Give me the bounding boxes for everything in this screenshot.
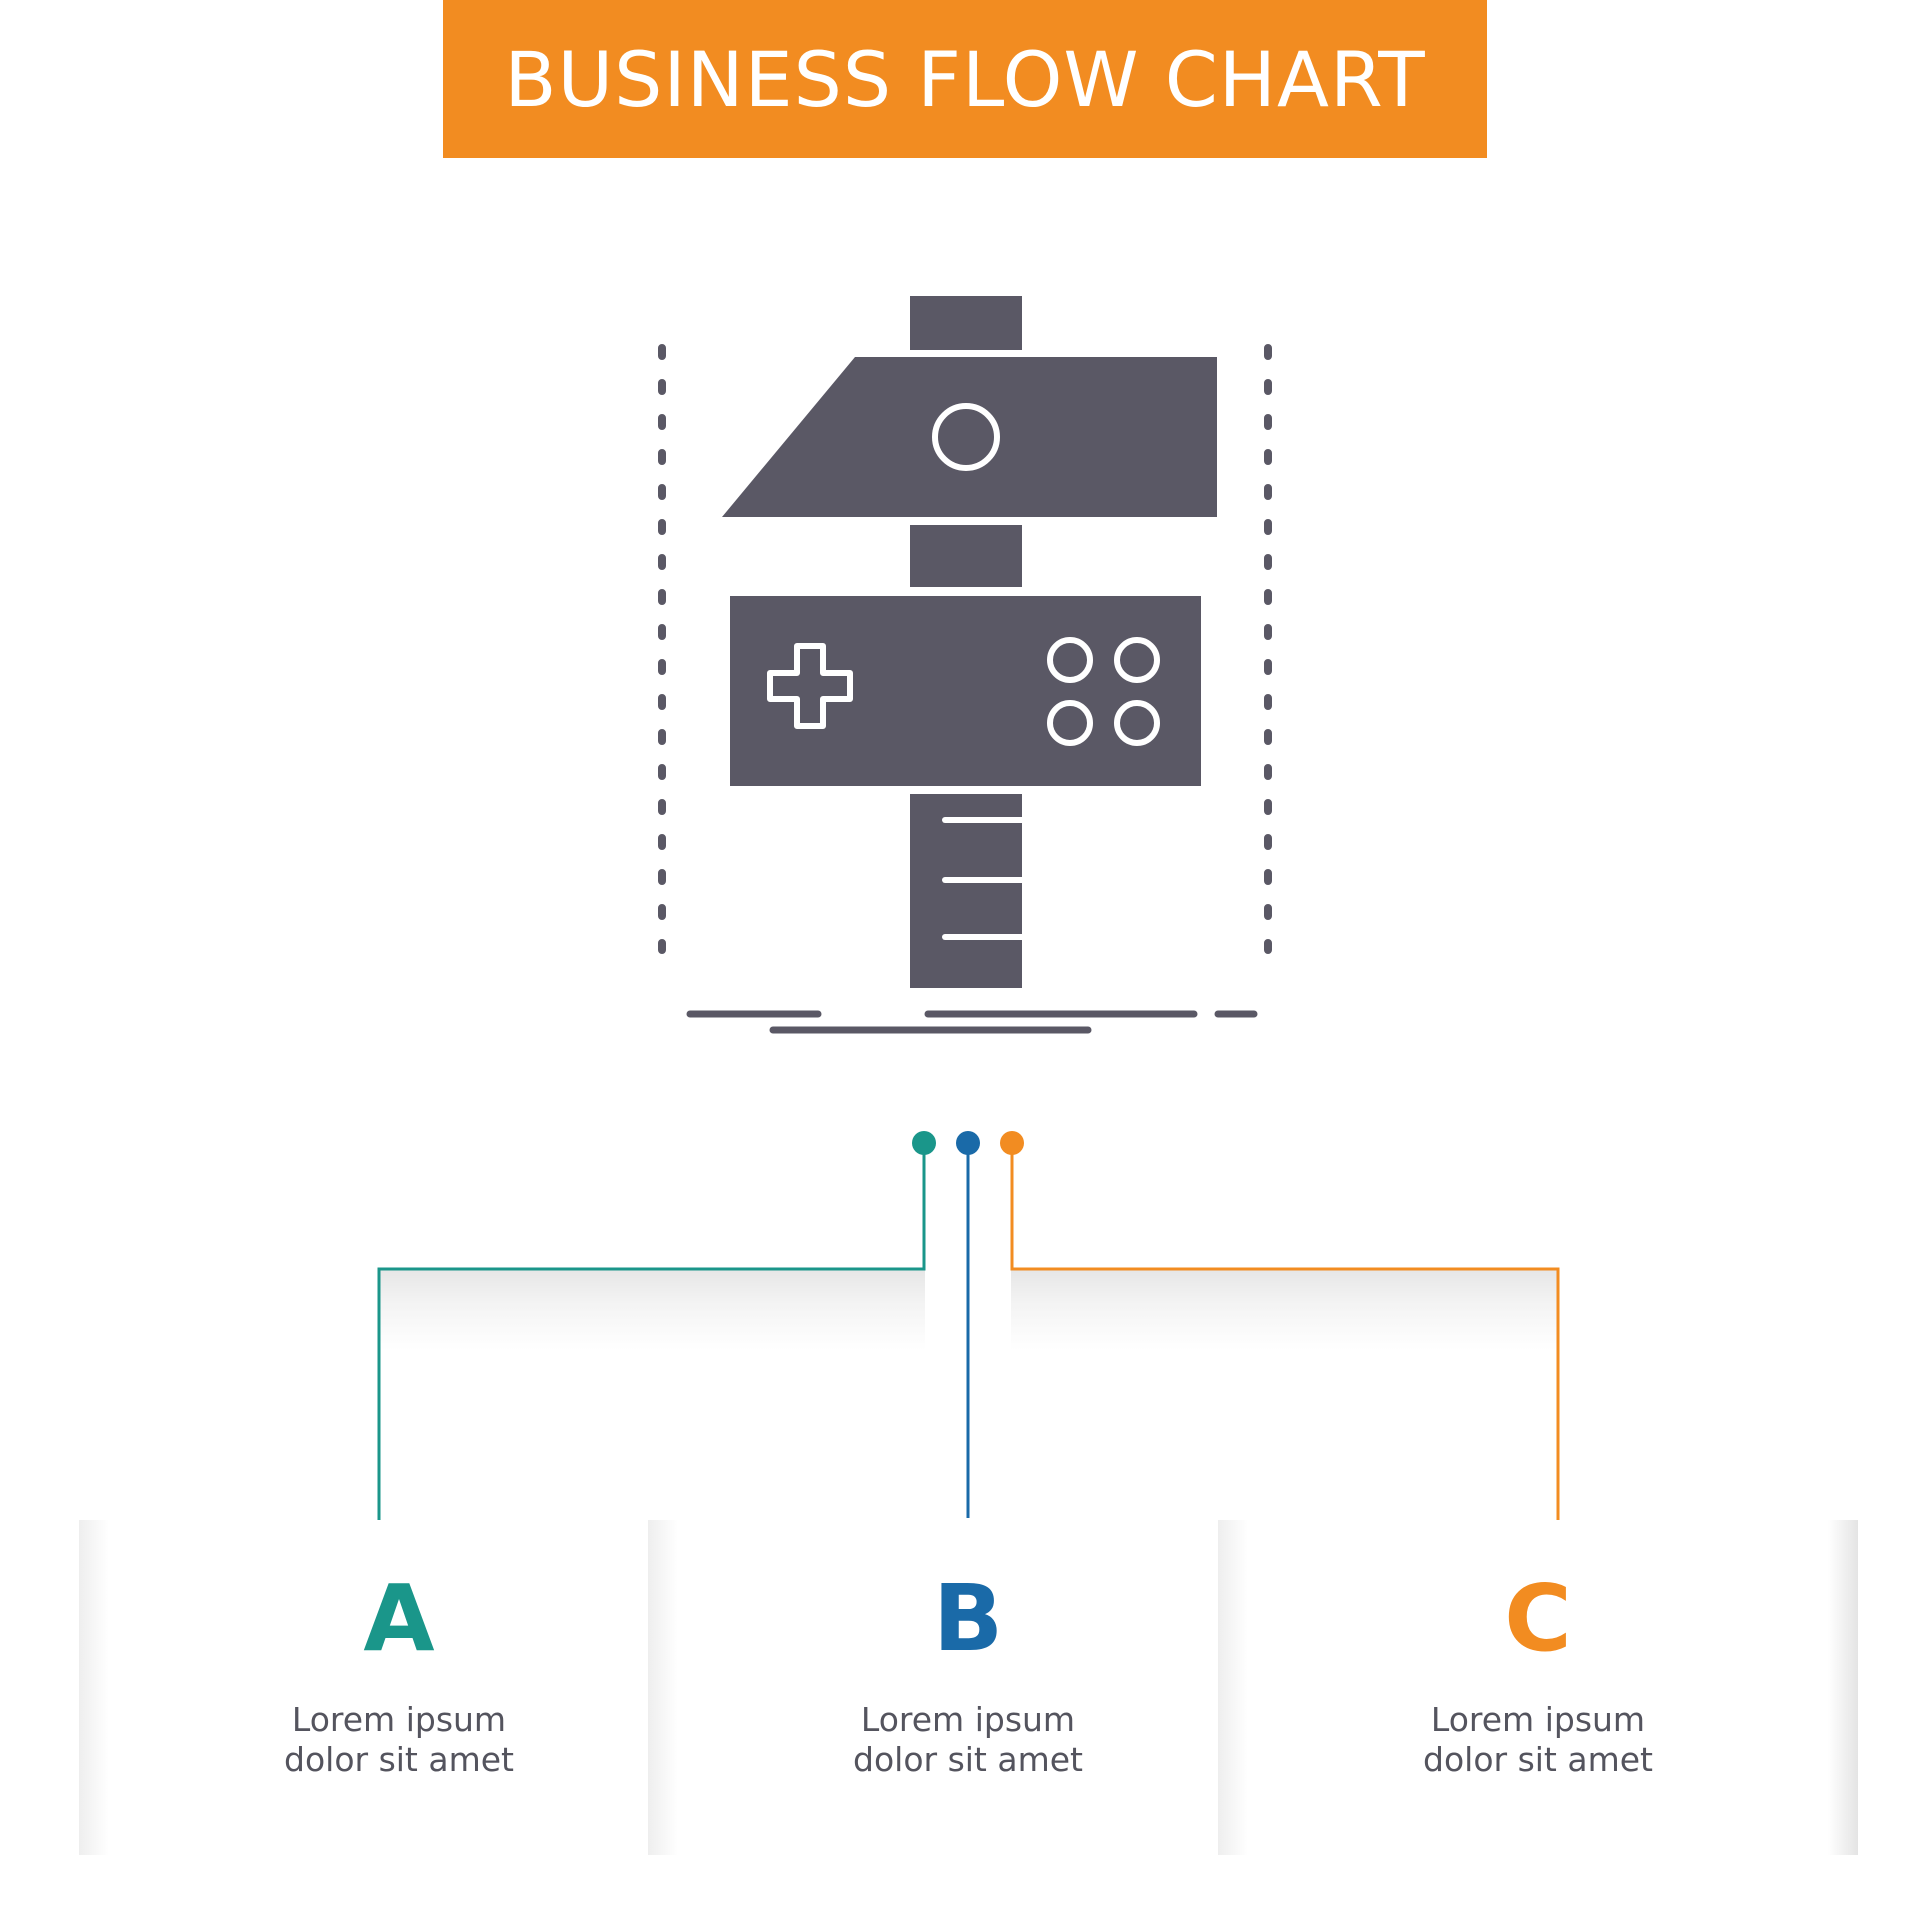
circle-icon — [932, 403, 1000, 471]
step-text-c-line1: Lorem ipsum — [1430, 1700, 1646, 1739]
branch-shadow-left — [380, 1270, 925, 1350]
step-letter-c: C — [1504, 1565, 1572, 1672]
step-card-c: C Lorem ipsum dolor sit amet — [1218, 1520, 1858, 1855]
step-text-a-line2: dolor sit amet — [284, 1740, 514, 1779]
branch-shadow-right — [1011, 1270, 1559, 1350]
connector-dot-b — [956, 1131, 980, 1155]
step-letter-a: A — [363, 1565, 435, 1672]
connector-dot-a — [912, 1131, 936, 1155]
step-text-b-line1: Lorem ipsum — [860, 1700, 1076, 1739]
step-text-b: Lorem ipsum dolor sit amet — [648, 1700, 1288, 1780]
step-card-b: B Lorem ipsum dolor sit amet — [648, 1520, 1288, 1855]
step-letter-b: B — [932, 1565, 1004, 1672]
step-text-a: Lorem ipsum dolor sit amet — [79, 1700, 719, 1780]
title-banner: BUSINESS FLOW CHART — [443, 0, 1487, 158]
ruler-ticks-icon — [942, 817, 1025, 940]
step-text-c: Lorem ipsum dolor sit amet — [1218, 1700, 1858, 1780]
page-title: BUSINESS FLOW CHART — [504, 34, 1426, 124]
dpad-icon — [767, 643, 853, 729]
step-text-b-line2: dolor sit amet — [853, 1740, 1083, 1779]
connector-line-a — [377, 1143, 926, 1538]
step-card-a: A Lorem ipsum dolor sit amet — [79, 1520, 719, 1855]
connector-line-c — [1010, 1143, 1560, 1538]
step-text-c-line2: dolor sit amet — [1423, 1740, 1653, 1779]
step-text-a-line1: Lorem ipsum — [291, 1700, 507, 1739]
action-buttons-icon — [1047, 637, 1160, 746]
connector-dot-c — [1000, 1131, 1024, 1155]
